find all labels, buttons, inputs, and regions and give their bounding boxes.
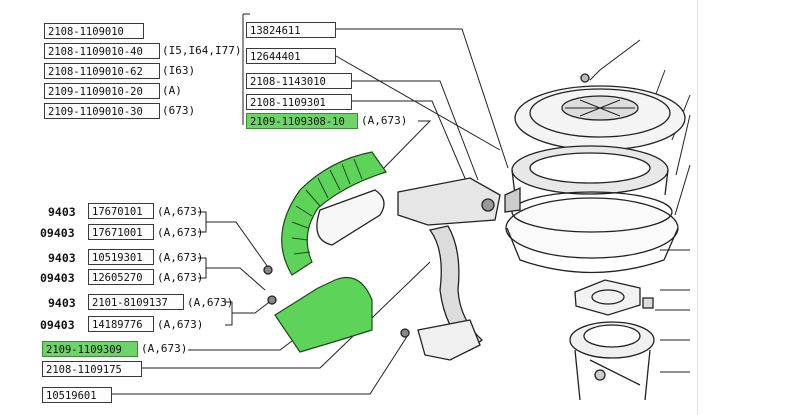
part-number-2108-1109175[interactable]: 2108-1109175 <box>42 361 142 377</box>
intake-sleeve <box>316 189 385 246</box>
leader-top-5 <box>379 120 432 173</box>
part-number-2101-8109137[interactable]: 2101-8109137 <box>88 294 184 310</box>
warm-air-pipe <box>428 225 483 351</box>
air-filter-assembly <box>504 73 686 274</box>
leader-top-2 <box>335 55 501 151</box>
part-number-10519301[interactable]: 10519301 <box>88 249 154 265</box>
part-number-2108-1109010-62[interactable]: 2108-1109010-62 <box>44 63 160 79</box>
part-number-2108-1109010-40[interactable]: 2108-1109010-40 <box>44 43 160 59</box>
part-note: (A,673) <box>157 271 204 284</box>
part-number-2109-1109010-20[interactable]: 2109-1109010-20 <box>44 83 160 99</box>
intake-tube-assembly <box>263 177 501 361</box>
part-number-17671001[interactable]: 17671001 <box>88 224 154 240</box>
leader-lines <box>112 13 691 395</box>
leader-top-1 <box>336 28 509 169</box>
group-prefix: 9403 <box>48 296 76 310</box>
leader-bracket-1 <box>206 221 271 271</box>
part-note: (A,673) <box>157 226 204 239</box>
part-note: (A,673) <box>157 205 204 218</box>
leader-top-4 <box>352 100 471 191</box>
gasket <box>574 279 641 316</box>
air-duct-highlight <box>274 276 373 353</box>
wing-nut <box>580 73 590 83</box>
top-group-bracket <box>242 13 250 125</box>
part-number-2108-1109301[interactable]: 2108-1109301 <box>246 94 352 110</box>
part-note: (673) <box>162 104 196 117</box>
leader-right-1 <box>589 39 641 81</box>
part-number-14189776[interactable]: 14189776 <box>88 316 154 332</box>
hose-corrugation <box>291 158 363 255</box>
carburetor-base <box>569 279 655 401</box>
group-prefix: 09403 <box>40 271 75 285</box>
part-number-2109-1109010-30[interactable]: 2109-1109010-30 <box>44 103 160 119</box>
highlighted-parts <box>274 151 387 353</box>
leader-bracket-3 <box>232 299 273 314</box>
leader-bottom-1 <box>188 334 301 351</box>
part-note: (A,673) <box>157 318 204 331</box>
part-number-12644401[interactable]: 12644401 <box>246 48 336 64</box>
part-note: (I5,I64,I77) <box>162 44 242 57</box>
mount-bracket <box>417 319 481 361</box>
group-prefix: 09403 <box>40 318 75 332</box>
part-note: (A,673) <box>141 342 188 355</box>
air-intake-hose-highlight <box>281 151 387 276</box>
leader-bracket-2 <box>206 267 266 291</box>
leader-right-4 <box>675 114 691 176</box>
part-number-2109-1109309[interactable]: 2109-1109309 <box>42 341 138 357</box>
part-number-2108-1109010[interactable]: 2108-1109010 <box>44 23 144 39</box>
part-note: (A,673) <box>187 296 234 309</box>
part-note: (A,673) <box>361 114 408 127</box>
part-number-2109-1109308-10[interactable]: 2109-1109308-10 <box>246 113 358 129</box>
group-prefix: 9403 <box>48 205 76 219</box>
adapter-tube <box>397 177 501 226</box>
group-prefix: 09403 <box>40 226 75 240</box>
part-note: (A,673) <box>157 251 204 264</box>
part-note: (A) <box>162 84 182 97</box>
part-number-2108-1143010[interactable]: 2108-1143010 <box>246 73 352 89</box>
leader-right-5 <box>674 164 691 216</box>
leader-bottom-2 <box>142 261 431 369</box>
filter-housing <box>505 197 679 259</box>
leader-top-3 <box>352 80 479 181</box>
part-number-13824611[interactable]: 13824611 <box>246 22 336 38</box>
part-number-10519601[interactable]: 10519601 <box>42 387 112 403</box>
part-number-12605270[interactable]: 12605270 <box>88 269 154 285</box>
part-number-17670101[interactable]: 17670101 <box>88 203 154 219</box>
page-edge-right <box>697 0 698 415</box>
part-note: (I63) <box>162 64 196 77</box>
group-prefix: 9403 <box>48 251 76 265</box>
leader-bottom-3 <box>112 334 409 395</box>
